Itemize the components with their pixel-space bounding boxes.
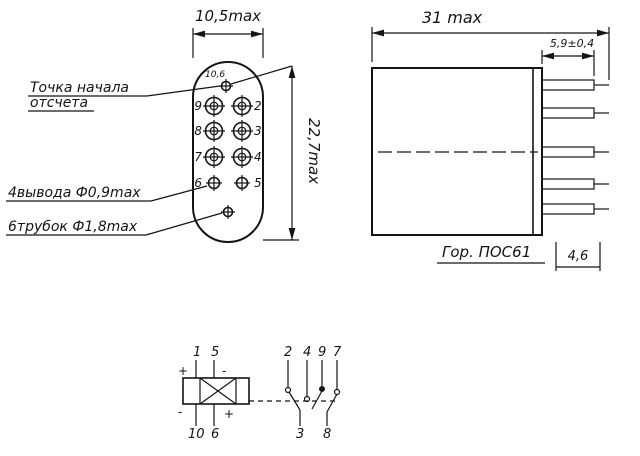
relay-base-outline	[192, 61, 264, 243]
callout-tubes-leader	[145, 212, 223, 236]
side-pin-2	[541, 107, 609, 119]
dim-pitch-label: 4,6	[568, 249, 589, 264]
pin-tube-rect	[541, 79, 595, 91]
sign-minus-bottom: -	[178, 405, 182, 419]
pin-tube-row2-right	[231, 120, 253, 142]
callout-start-leader	[146, 85, 221, 97]
contact-blade-9	[311, 390, 323, 410]
schematic-pin-4: 4	[303, 345, 311, 360]
side-pin-5	[541, 203, 609, 215]
top-pin-note: 10,6	[205, 70, 225, 80]
schematic: 1 5 2 4 9 7 10 6 3 8 + - - +	[178, 345, 342, 442]
schematic-pin-5: 5	[211, 345, 219, 360]
contact-point-4	[303, 395, 311, 403]
pin-number-left-1: 9	[194, 99, 202, 113]
schematic-pin-8: 8	[323, 427, 331, 442]
contact-point-7	[333, 388, 341, 396]
contact-point-9	[319, 386, 325, 392]
callout-start-line1: Точка начала	[30, 80, 129, 96]
pin-number-left-4: 6	[194, 176, 202, 190]
pin-tube-rect	[541, 178, 595, 190]
sign-minus-top: -	[222, 364, 226, 378]
schematic-pin-9: 9	[318, 345, 326, 360]
side-pin-3	[541, 146, 609, 158]
pin-lead-bottom	[221, 205, 235, 219]
pin-tube-row1-right	[231, 95, 253, 117]
pin-number-right-1: 2	[254, 99, 262, 113]
pin-tube-row3-right	[231, 146, 253, 168]
dim-length-label: 31 max	[422, 8, 483, 27]
dim-height-label: 22,7max	[305, 118, 323, 184]
schematic-pin-7: 7	[333, 345, 342, 360]
pin-number-right-2: 3	[254, 124, 262, 138]
schematic-pin-10: 10	[188, 427, 205, 442]
solder-note-label: Гор. ПОС61	[442, 243, 531, 261]
callout-tubes-label: 6трубок Ф1,8max	[8, 219, 138, 235]
pin-number-right-4: 5	[254, 176, 262, 190]
sign-plus-bottom: +	[224, 407, 234, 421]
schematic-pin-1: 1	[193, 345, 201, 360]
pin-tube-rect	[541, 203, 595, 215]
schematic-pin-2: 2	[284, 345, 292, 360]
dim-height-leader-top	[230, 65, 293, 85]
dim-width-label: 10,5max	[195, 7, 261, 25]
side-pin-1	[541, 79, 609, 91]
pin-tube-row3-left	[203, 146, 225, 168]
contact-point-2	[284, 386, 292, 394]
pin-number-right-3: 4	[254, 150, 262, 164]
pin-lead-top	[219, 79, 233, 93]
side-view: 31 max 5,9±0,4 Гор. ПОС61 4,6	[371, 8, 610, 271]
contact-blade-7-8	[326, 393, 338, 413]
schematic-pin-6: 6	[211, 427, 219, 442]
side-pin-4	[541, 178, 609, 190]
sign-plus-top: +	[178, 364, 188, 378]
pin-tube-rect	[541, 107, 595, 119]
pin-lead-row4-left	[206, 175, 222, 191]
pin-number-left-2: 8	[194, 124, 202, 138]
front-view: 10,5max 22,7max 10,6	[6, 7, 323, 243]
pin-lead-row4-right	[234, 175, 250, 191]
schematic-pin-3: 3	[296, 427, 304, 442]
coil-diagonal-2	[199, 377, 237, 405]
pin-tube-row1-left	[203, 95, 225, 117]
pin-number-left-3: 7	[194, 150, 202, 164]
callout-leads-leader	[150, 185, 208, 202]
contact-blade-2-3	[288, 391, 301, 411]
pin-tube-row2-left	[203, 120, 225, 142]
pin-tube-rect	[541, 146, 595, 158]
dim-pins-label: 5,9±0,4	[550, 37, 594, 50]
coil-rect	[182, 377, 250, 405]
callout-start-line2: отсчета	[30, 95, 88, 111]
callout-leads-label: 4вывода Ф0,9max	[8, 185, 141, 201]
